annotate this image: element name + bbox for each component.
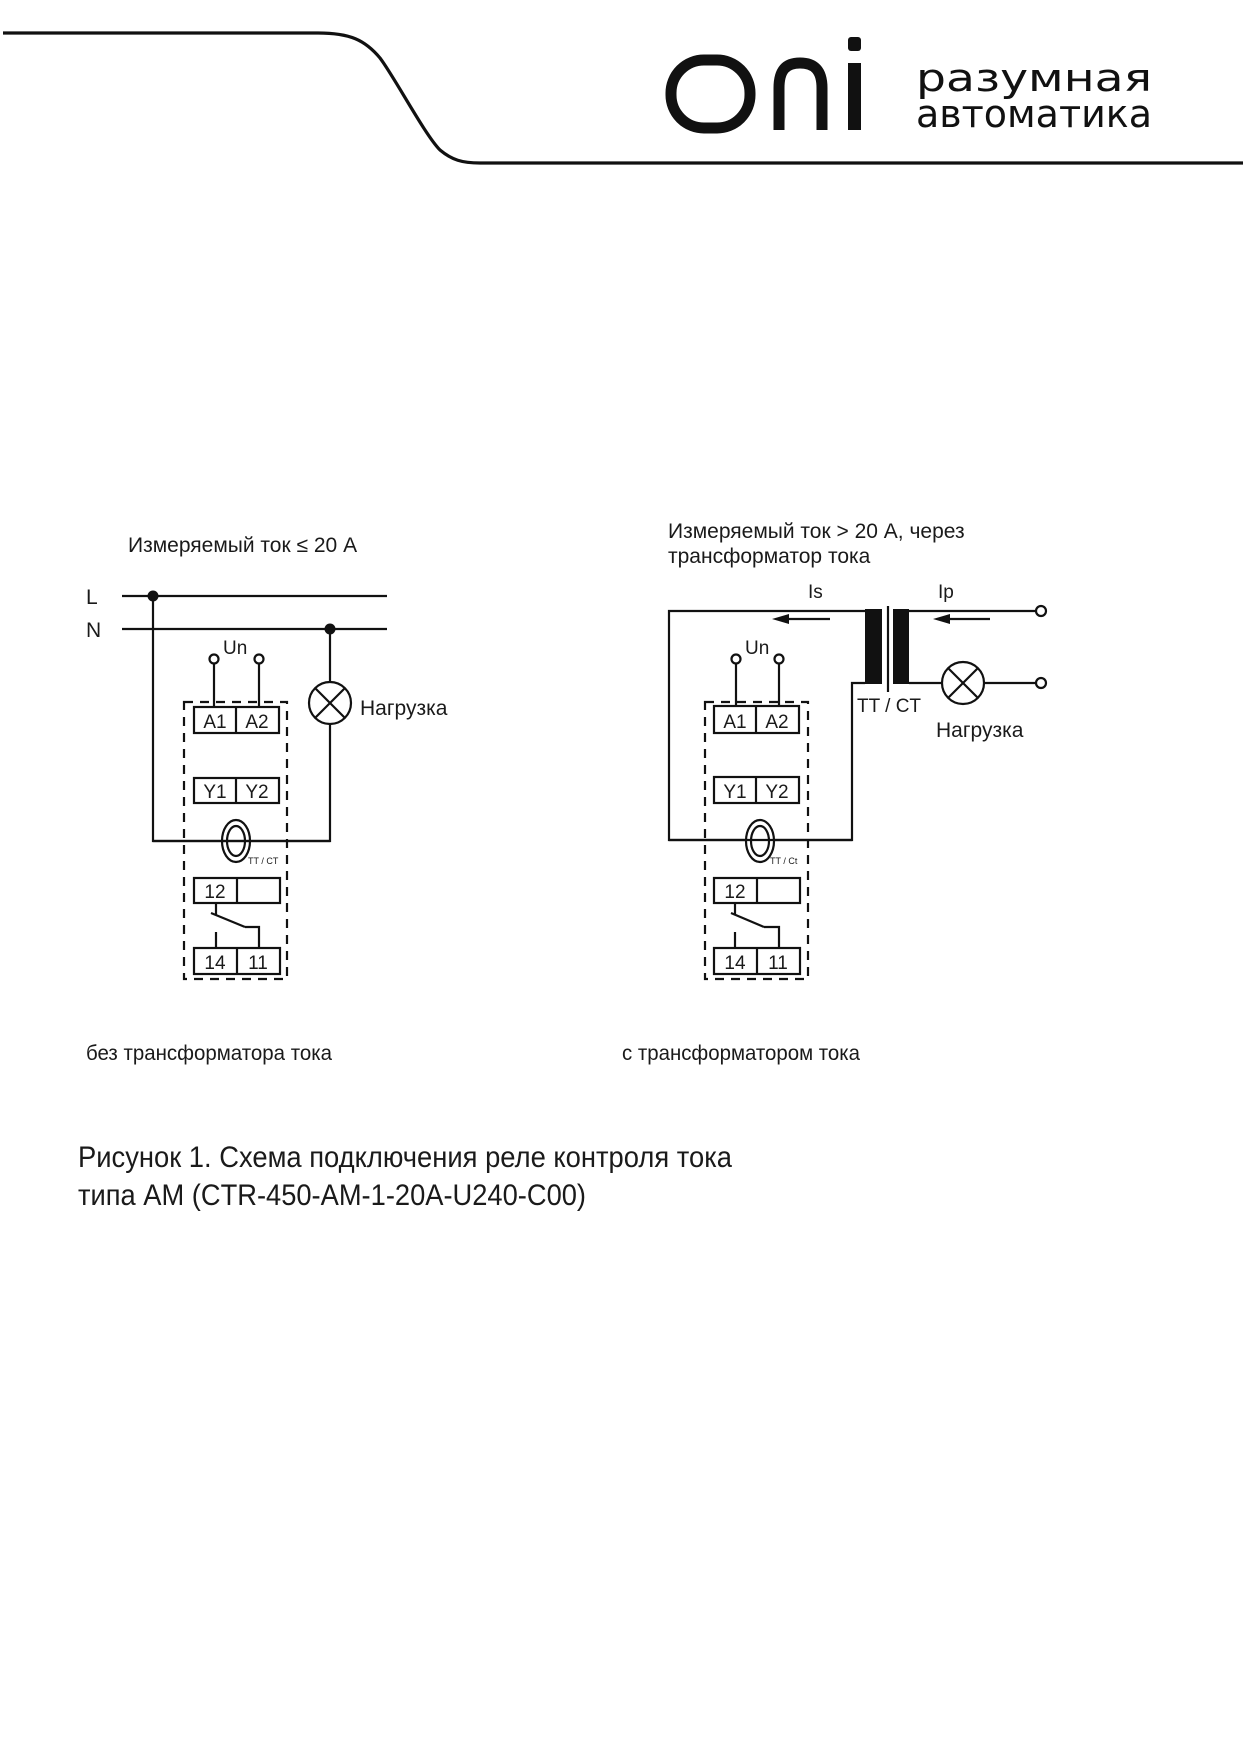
terminal-11: 11 bbox=[248, 953, 268, 974]
terminal-14: 14 bbox=[204, 953, 226, 974]
supply-terminal-1 bbox=[730, 653, 742, 665]
load-label: Нагрузка bbox=[360, 697, 448, 720]
load-lamp-icon bbox=[940, 660, 986, 706]
diagram-left: Измеряемый ток ≤ 20 А L N Нагрузка Un A1… bbox=[86, 534, 448, 1065]
header-swoosh-line bbox=[3, 31, 1243, 165]
terminal-y2: Y2 bbox=[765, 782, 788, 803]
load-label: Нагрузка bbox=[936, 719, 1024, 742]
diagram-right-title-line2: трансформатор тока bbox=[668, 545, 871, 568]
primary-current-arrow bbox=[933, 614, 990, 624]
supply-label: Un bbox=[223, 638, 247, 659]
figure-caption-line1: Рисунок 1. Схема подключения реле контро… bbox=[78, 1141, 732, 1174]
terminal-a2: A2 bbox=[765, 712, 788, 733]
diagram-right: Измеряемый ток > 20 А, через трансформат… bbox=[622, 520, 1048, 1065]
logo-letter-i-dot bbox=[848, 37, 861, 51]
diagram-right-caption: с трансформатором тока bbox=[622, 1042, 860, 1065]
primary-current-label: Ip bbox=[938, 582, 954, 603]
logo-letter-o bbox=[665, 54, 756, 134]
supply-label: Un bbox=[745, 638, 769, 659]
external-current-transformer-icon bbox=[865, 606, 909, 692]
figure-caption-line2: типа AM (CTR-450-AM-1-20A-U240-C00) bbox=[78, 1179, 586, 1212]
oni-logo bbox=[665, 37, 861, 134]
terminal-a1: A1 bbox=[203, 712, 226, 733]
supply-terminal-2 bbox=[253, 653, 265, 665]
terminal-y1: Y1 bbox=[723, 782, 746, 803]
terminal-11: 11 bbox=[768, 953, 788, 974]
logo-tagline-line1: разумная bbox=[916, 56, 1152, 100]
terminal-14: 14 bbox=[724, 953, 746, 974]
primary-terminal-top bbox=[1034, 604, 1048, 618]
line-N-label: N bbox=[86, 619, 101, 642]
load-lamp-icon bbox=[307, 680, 353, 726]
logo-letter-i-stem bbox=[848, 63, 861, 130]
relay-contact-icon bbox=[210, 903, 261, 948]
secondary-current-label: Is bbox=[808, 582, 823, 603]
terminal-12: 12 bbox=[724, 882, 745, 903]
ct-label: TT / Ct bbox=[770, 856, 798, 866]
header: разумная автоматика bbox=[3, 31, 1243, 165]
terminal-y2: Y2 bbox=[245, 782, 268, 803]
secondary-current-arrow bbox=[772, 614, 830, 624]
diagram-right-title-line1: Измеряемый ток > 20 А, через bbox=[668, 520, 965, 543]
supply-terminal-2 bbox=[773, 653, 785, 665]
diagram-left-title: Измеряемый ток ≤ 20 А bbox=[128, 534, 357, 557]
transformer-label: TT / CT bbox=[857, 696, 921, 717]
logo-letter-n bbox=[773, 57, 828, 130]
terminal-a2: A2 bbox=[245, 712, 268, 733]
supply-terminal-1 bbox=[208, 653, 220, 665]
terminal-12: 12 bbox=[204, 882, 225, 903]
diagram-left-caption: без трансформатора тока bbox=[86, 1042, 332, 1065]
ct-label: TT / CT bbox=[248, 856, 279, 866]
terminal-a1: A1 bbox=[723, 712, 746, 733]
primary-terminal-bottom bbox=[1034, 676, 1048, 690]
logo-tagline-line2: автоматика bbox=[916, 92, 1152, 136]
terminal-y1: Y1 bbox=[203, 782, 226, 803]
line-L-label: L bbox=[86, 586, 98, 609]
relay-contact-icon bbox=[730, 903, 781, 948]
figure-caption: Рисунок 1. Схема подключения реле контро… bbox=[78, 1141, 732, 1212]
